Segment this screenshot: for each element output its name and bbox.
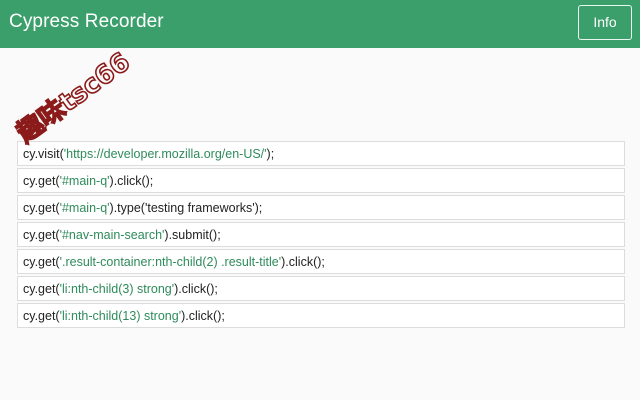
app-title: Cypress Recorder [9, 11, 164, 32]
command-suffix: ); [266, 147, 275, 161]
command-item: cy.get('#nav-main-search').submit(); [17, 222, 625, 247]
command-item: cy.get('li:nth-child(13) strong').click(… [17, 303, 625, 328]
command-item: cy.get('#main-q').type('testing framewor… [17, 195, 625, 220]
watermark-text: 趣味tsc66 [11, 47, 136, 149]
command-suffix: ).click(); [109, 174, 154, 188]
app-header: Cypress Recorder Info [0, 0, 640, 48]
command-suffix: ).type('testing frameworks'); [109, 201, 263, 215]
command-prefix: cy.visit( [23, 147, 64, 161]
command-suffix: ).submit(); [164, 228, 221, 242]
command-suffix: ).click(); [174, 282, 218, 296]
command-item: cy.get('li:nth-child(3) strong').click()… [17, 276, 625, 301]
command-argument: '.result-container:nth-child(2) .result-… [59, 255, 282, 269]
command-argument: 'li:nth-child(3) strong' [59, 282, 175, 296]
command-argument: 'li:nth-child(13) strong' [59, 309, 182, 323]
command-prefix: cy.get( [23, 309, 60, 323]
info-button[interactable]: Info [578, 5, 632, 40]
command-item: cy.get('#main-q').click(); [17, 168, 625, 193]
command-argument: '#main-q' [59, 201, 110, 215]
command-list: cy.visit('https://developer.mozilla.org/… [17, 141, 625, 330]
command-suffix: ).click(); [181, 309, 225, 323]
watermark-graphic: 趣味tsc66 [10, 46, 136, 150]
command-argument: '#main-q' [59, 174, 110, 188]
command-item: cy.visit('https://developer.mozilla.org/… [17, 141, 625, 166]
command-prefix: cy.get( [23, 228, 60, 242]
command-prefix: cy.get( [23, 201, 60, 215]
command-item: cy.get('.result-container:nth-child(2) .… [17, 249, 625, 274]
command-prefix: cy.get( [23, 174, 60, 188]
command-prefix: cy.get( [23, 282, 60, 296]
watermark-stamp: 趣味tsc66 [6, 32, 146, 150]
command-argument: 'https://developer.mozilla.org/en-US/' [63, 147, 267, 161]
command-suffix: ).click(); [281, 255, 325, 269]
command-prefix: cy.get( [23, 255, 60, 269]
command-argument: '#nav-main-search' [59, 228, 165, 242]
